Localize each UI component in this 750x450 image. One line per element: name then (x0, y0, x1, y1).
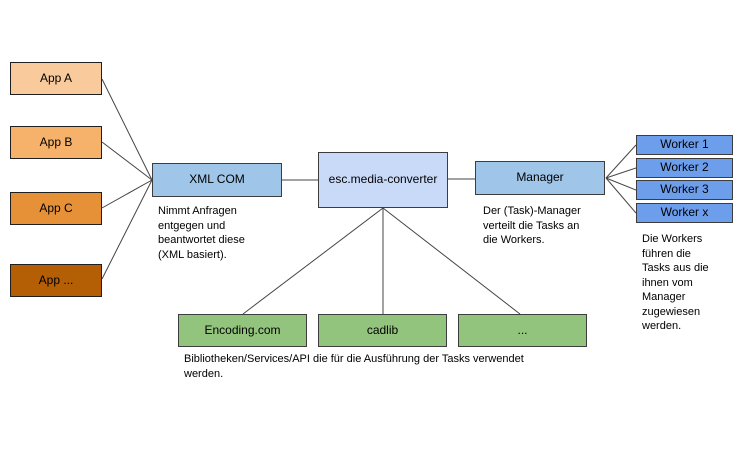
box-app-a: App A (10, 62, 102, 95)
connector-converter-service1 (242, 207, 384, 315)
box-app-c-label: App C (39, 200, 73, 215)
box-esc-media-converter-label: esc.media-converter (328, 172, 438, 187)
box-worker-1-label: Worker 1 (660, 137, 709, 152)
box-worker-3: Worker 3 (636, 180, 733, 200)
box-worker-1: Worker 1 (636, 135, 733, 155)
connector-manager-worker1 (605, 144, 637, 179)
box-service-ellipsis: ... (458, 314, 587, 347)
connector-app-x-xmlcom (101, 179, 153, 280)
box-service-cadlib-label: cadlib (366, 322, 399, 337)
connector-app-b-xmlcom (101, 141, 153, 181)
box-worker-x-label: Worker x (660, 205, 709, 220)
box-xml-com: XML COM (152, 163, 282, 197)
note-manager: Der (Task)-Manager verteilt die Tasks an… (483, 205, 581, 247)
connector-manager-worker2 (605, 167, 637, 179)
connector-manager-worker3 (605, 177, 637, 191)
note-services: Bibliotheken/Services/API die für die Au… (184, 353, 524, 380)
connector-manager-workerx (605, 177, 637, 214)
box-manager-label: Manager (516, 170, 564, 185)
connector-app-c-xmlcom (101, 179, 153, 209)
box-app-ellipsis: App ... (10, 264, 102, 297)
connector-converter-service3 (382, 207, 521, 315)
box-service-encoding-com-label: Encoding.com (204, 322, 281, 337)
note-workers: Die Workers führen die Tasks aus die ihn… (642, 233, 709, 333)
box-service-ellipsis-label: ... (517, 322, 528, 337)
box-worker-2: Worker 2 (636, 158, 733, 178)
connector-app-a-xmlcom (101, 78, 153, 181)
box-worker-x: Worker x (636, 203, 733, 223)
box-service-encoding-com: Encoding.com (178, 314, 307, 347)
box-app-b-label: App B (39, 134, 73, 149)
box-worker-2-label: Worker 2 (660, 160, 709, 175)
box-app-a-label: App A (39, 70, 73, 85)
box-app-c: App C (10, 192, 102, 225)
box-service-cadlib: cadlib (318, 314, 447, 347)
box-xml-com-label: XML COM (189, 172, 245, 187)
box-worker-3-label: Worker 3 (660, 182, 709, 197)
connector-group (101, 78, 637, 315)
box-esc-media-converter: esc.media-converter (318, 152, 448, 208)
box-app-b: App B (10, 126, 102, 159)
note-xml-com: Nimmt Anfragen entgegen und beantwortet … (158, 205, 245, 261)
box-app-ellipsis-label: App ... (38, 272, 74, 287)
box-manager: Manager (475, 161, 605, 195)
